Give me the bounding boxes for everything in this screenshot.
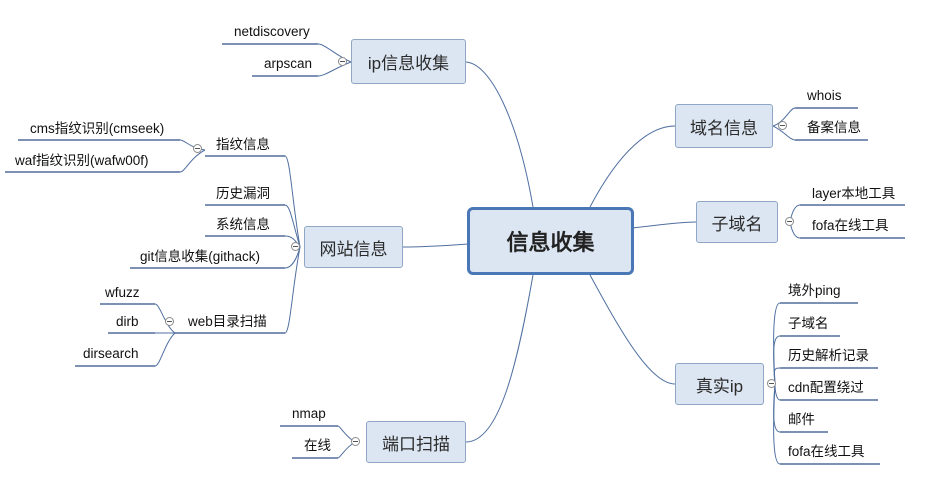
ip-info-label: ip信息收集	[367, 54, 450, 73]
leaf-online[interactable]: 在线	[304, 438, 331, 453]
leaf-system-info[interactable]: 系统信息	[216, 217, 270, 232]
fingerprint-node[interactable]: 指纹信息	[216, 137, 270, 152]
domain-info-node[interactable]: 域名信息	[675, 104, 773, 148]
subdomain-node[interactable]: 子域名	[696, 201, 778, 243]
collapse-toggle-realip[interactable]	[767, 379, 776, 388]
collapse-toggle-port[interactable]	[351, 437, 360, 446]
leaf-nmap[interactable]: nmap	[292, 406, 326, 421]
leaf-cdn-bypass[interactable]: cdn配置绕过	[788, 380, 864, 395]
website-info-label: 网站信息	[319, 239, 388, 259]
collapse-toggle-fingerprint[interactable]	[193, 144, 202, 153]
root-node[interactable]: 信息收集	[467, 207, 634, 275]
real-ip-label: 真实ip	[695, 376, 744, 396]
leaf-overseas-ping[interactable]: 境外ping	[788, 283, 841, 298]
leaf-arpscan[interactable]: arpscan	[264, 56, 313, 71]
leaf-subdomain-realip[interactable]: 子域名	[788, 316, 829, 331]
leaf-dns-history[interactable]: 历史解析记录	[788, 348, 869, 363]
webdir-node[interactable]: web目录扫描	[188, 314, 267, 329]
collapse-toggle-webdir[interactable]	[165, 317, 174, 326]
leaf-wfuzz[interactable]: wfuzz	[105, 285, 140, 300]
leaf-dirb[interactable]: dirb	[116, 314, 139, 329]
collapse-toggle-ip[interactable]	[338, 57, 347, 66]
port-scan-node[interactable]: 端口扫描	[366, 421, 466, 463]
leaf-cmseek[interactable]: cms指纹识别(cmseek)	[30, 121, 165, 136]
leaf-wafw00f[interactable]: waf指纹识别(wafw00f)	[15, 153, 149, 168]
leaf-git-info[interactable]: git信息收集(githack)	[140, 249, 261, 264]
collapse-toggle-website[interactable]	[291, 242, 300, 251]
collapse-toggle-domain[interactable]	[778, 121, 787, 130]
port-scan-label: 端口扫描	[382, 434, 450, 454]
leaf-dirsearch[interactable]: dirsearch	[83, 346, 139, 361]
leaf-netdiscovery[interactable]: netdiscovery	[234, 24, 310, 39]
real-ip-node[interactable]: 真实ip	[675, 363, 764, 405]
subdomain-label: 子域名	[711, 214, 763, 234]
leaf-layer[interactable]: layer本地工具	[812, 186, 896, 201]
leaf-fofa-realip[interactable]: fofa在线工具	[788, 444, 865, 459]
leaf-beian[interactable]: 备案信息	[807, 120, 861, 135]
leaf-fofa-subdomain[interactable]: fofa在线工具	[812, 218, 889, 233]
leaf-email[interactable]: 邮件	[788, 412, 815, 427]
domain-info-label: 域名信息	[690, 118, 758, 138]
leaf-history-vuln[interactable]: 历史漏洞	[216, 186, 270, 201]
leaf-whois[interactable]: whois	[807, 88, 842, 103]
ip-info-node[interactable]: ip信息收集	[351, 39, 466, 84]
collapse-toggle-subdomain[interactable]	[785, 217, 794, 226]
website-info-node[interactable]: 网站信息	[304, 226, 403, 268]
root-label: 信息收集	[506, 230, 595, 255]
